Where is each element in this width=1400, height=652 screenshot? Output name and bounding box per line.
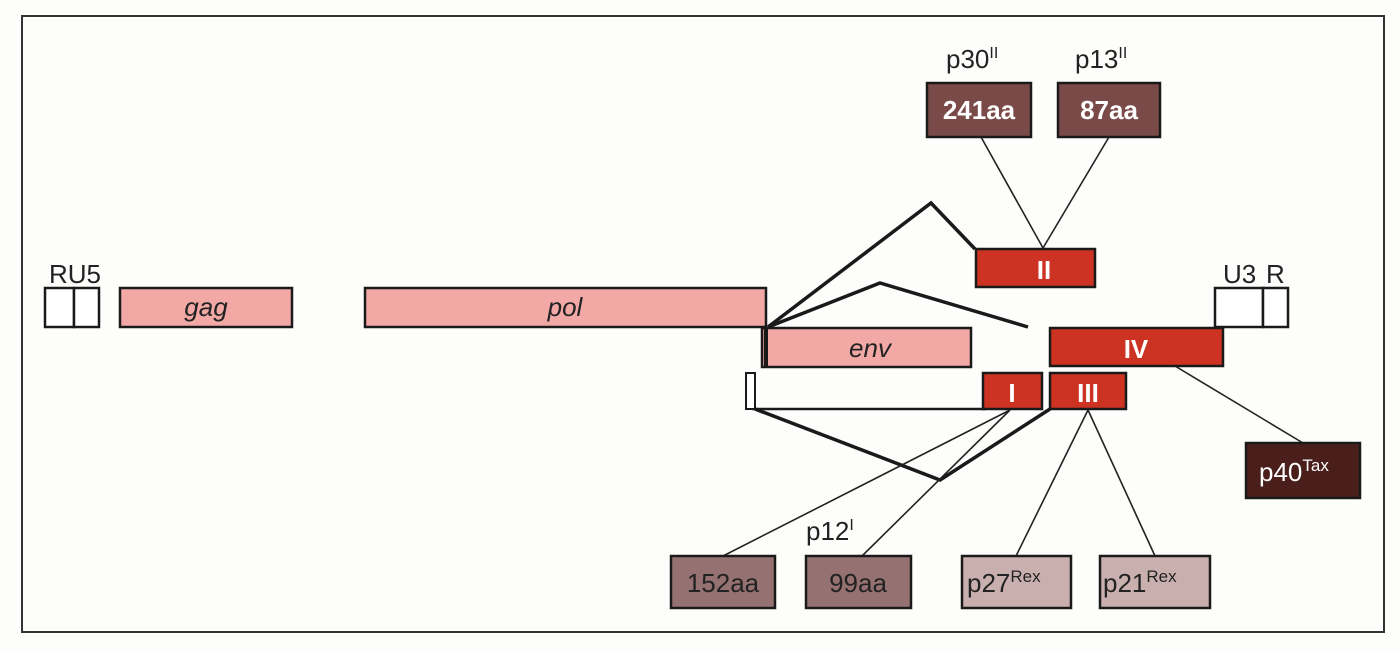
ltr-5prime: RU5 bbox=[43, 259, 101, 329]
protein-connectors bbox=[722, 136, 1304, 557]
splice-line-exon-I-III bbox=[754, 407, 1051, 482]
px-exon-I: I bbox=[981, 371, 1044, 411]
protein-p27-rex: p27Rex bbox=[960, 554, 1073, 610]
protein-p40-tax: p40Tax bbox=[1244, 441, 1362, 500]
p12-152aa-size: 152aa bbox=[687, 568, 760, 598]
p30-label: p30II bbox=[946, 44, 998, 74]
px-exon-III: III bbox=[1048, 371, 1128, 411]
protein-p30: p30II 241aa bbox=[925, 44, 1033, 139]
px-exon-I-label: I bbox=[1008, 378, 1015, 408]
connector-p21 bbox=[1087, 409, 1156, 557]
p13-size: 87aa bbox=[1080, 95, 1138, 125]
splice-line-exon-II bbox=[766, 200, 977, 329]
gene-env-label: env bbox=[849, 333, 893, 363]
connector-152aa bbox=[722, 409, 1011, 557]
p12-label: p12I bbox=[806, 516, 854, 546]
gene-pol-label: pol bbox=[547, 292, 584, 322]
p30-size: 241aa bbox=[943, 95, 1016, 125]
gene-gag: gag bbox=[118, 286, 294, 329]
ltr3-u3-label: U3 bbox=[1223, 259, 1256, 289]
protein-p13: p13II 87aa bbox=[1056, 44, 1162, 139]
px-exon-III-label: III bbox=[1077, 378, 1099, 408]
p13-label: p13II bbox=[1075, 44, 1127, 74]
splice-line-exon-IV bbox=[767, 281, 1029, 329]
p27-label: p27Rex bbox=[967, 567, 1041, 598]
p12-99aa-size: 99aa bbox=[829, 568, 887, 598]
gene-pol: pol bbox=[363, 286, 768, 329]
ltr5-label: RU5 bbox=[49, 259, 101, 289]
protein-p21-rex: p21Rex bbox=[1098, 554, 1212, 610]
small-exon-box bbox=[745, 372, 756, 410]
p21-label: p21Rex bbox=[1103, 567, 1177, 598]
ltr5-u5-box bbox=[72, 286, 101, 329]
p12-152aa-box bbox=[669, 554, 777, 610]
ltr5-r-box bbox=[43, 286, 76, 329]
ltr3-r-label: R bbox=[1266, 259, 1285, 289]
p40-label: p40Tax bbox=[1259, 456, 1329, 487]
connector-p40 bbox=[1174, 365, 1304, 444]
px-exon-II-label: II bbox=[1037, 255, 1051, 285]
px-exon-IV: IV bbox=[1048, 326, 1225, 368]
px-exon-IV-label: IV bbox=[1124, 334, 1149, 364]
protein-p12: p12I 152aa 99aa bbox=[669, 516, 913, 610]
connector-p27 bbox=[1015, 409, 1089, 557]
connector-99aa-a bbox=[861, 409, 1011, 557]
connector-p30 bbox=[980, 136, 1044, 249]
figure-frame bbox=[21, 15, 1385, 633]
px-exon-II: II bbox=[974, 247, 1097, 289]
ltr3-r-box bbox=[1261, 286, 1290, 329]
ltr3-u3-box bbox=[1213, 286, 1265, 329]
gene-gag-label: gag bbox=[184, 292, 228, 322]
p12-99aa-box bbox=[804, 554, 913, 610]
gene-env: env bbox=[760, 326, 973, 369]
ltr-3prime: U3 R bbox=[1213, 259, 1290, 329]
connector-p13 bbox=[1042, 136, 1110, 249]
